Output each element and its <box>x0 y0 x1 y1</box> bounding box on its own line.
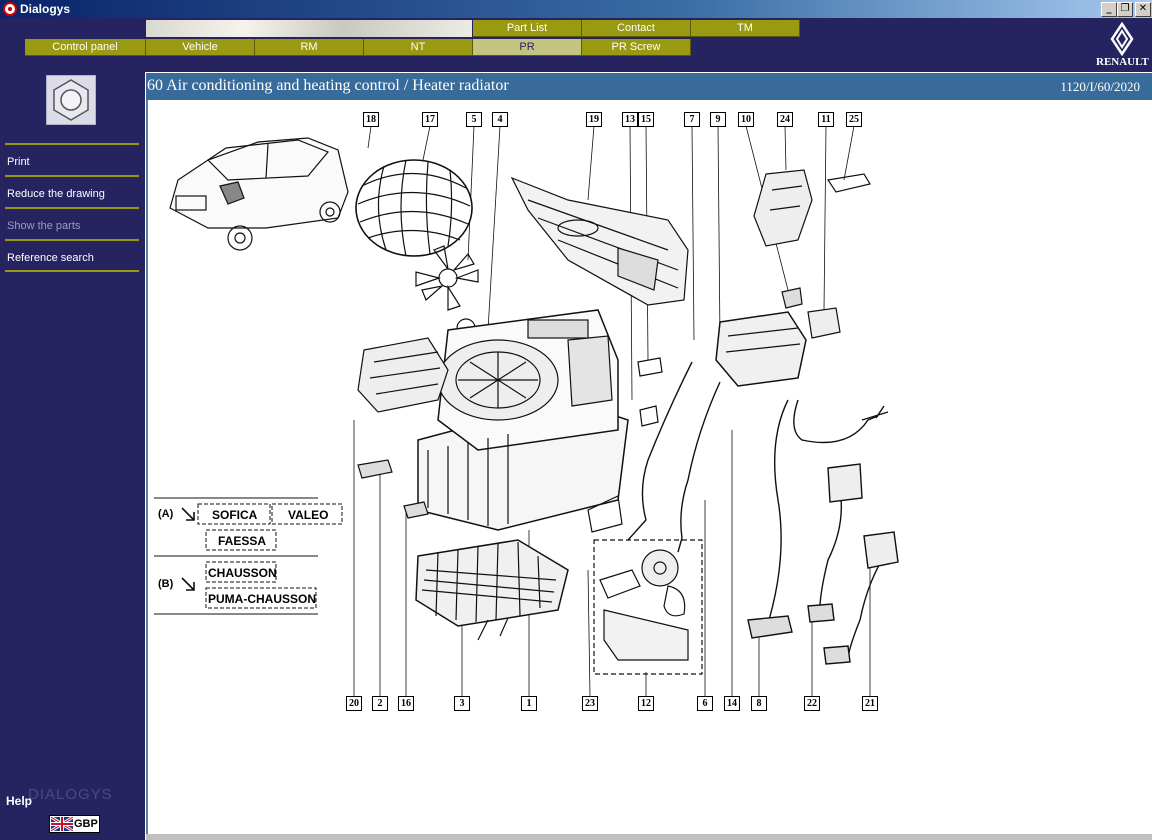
restore-button[interactable]: ❐ <box>1117 2 1133 17</box>
callout-20[interactable]: 20 <box>346 696 362 711</box>
callout-21[interactable]: 21 <box>862 696 878 711</box>
status-strip <box>146 834 1152 840</box>
page-title: 60 Air conditioning and heating control … <box>147 77 509 94</box>
nav-part-list[interactable]: Part List <box>473 20 582 37</box>
callout-22[interactable]: 22 <box>804 696 820 711</box>
clip-parts <box>357 357 663 533</box>
callout-10[interactable]: 10 <box>738 112 754 127</box>
callout-19[interactable]: 19 <box>586 112 602 127</box>
nav-rm[interactable]: RM <box>255 39 364 56</box>
callout-12[interactable]: 12 <box>638 696 654 711</box>
control-panel-assembly <box>715 169 871 387</box>
control-cables <box>627 361 721 553</box>
callout-6[interactable]: 6 <box>697 696 713 711</box>
renault-diamond-icon <box>1110 22 1134 56</box>
panel-19 <box>510 176 689 306</box>
header-decoration <box>146 20 472 37</box>
language-code: GBP <box>74 818 98 830</box>
callout-16[interactable]: 16 <box>398 696 414 711</box>
callout-24[interactable]: 24 <box>777 112 793 127</box>
callout-18[interactable]: 18 <box>363 112 379 127</box>
sidebar-item-reduce-drawing[interactable]: Reduce the drawing <box>5 175 139 206</box>
bracket-20 <box>357 337 449 413</box>
fan-housing-17 <box>355 159 473 257</box>
sidebar-item-show-parts: Show the parts <box>5 207 139 238</box>
wiring-harness <box>747 399 899 665</box>
callout-11[interactable]: 11 <box>818 112 834 127</box>
callout-4[interactable]: 4 <box>492 112 508 127</box>
help-link[interactable]: Help <box>6 794 33 808</box>
window-title: Dialogys <box>20 2 71 16</box>
callout-5[interactable]: 5 <box>466 112 482 127</box>
sidebar-item-print[interactable]: Print <box>5 143 139 174</box>
document-reference: 1120/I/60/2020 <box>1060 79 1140 94</box>
close-button[interactable]: ✕ <box>1135 2 1151 17</box>
heater-unit-1 <box>417 309 629 531</box>
nav-pr-screw[interactable]: PR Screw <box>582 39 691 56</box>
dialogys-watermark: DIALOGYS <box>28 786 113 803</box>
diagram-drawing <box>154 125 899 697</box>
nav-control-panel[interactable]: Control panel <box>25 39 146 56</box>
brand-name: RENAULT <box>1096 56 1149 68</box>
nav-nt[interactable]: NT <box>364 39 473 56</box>
callout-1[interactable]: 1 <box>521 696 537 711</box>
callout-7[interactable]: 7 <box>684 112 700 127</box>
uk-flag-icon <box>51 817 73 831</box>
app-icon <box>3 2 17 16</box>
sidebar <box>0 72 145 840</box>
fan-5 <box>415 245 479 338</box>
nav-vehicle[interactable]: Vehicle <box>146 39 255 56</box>
nav-tm[interactable]: TM <box>691 20 800 37</box>
content-header: 60 Air conditioning and heating control … <box>146 73 1152 100</box>
sidebar-item-reference-search[interactable]: Reference search <box>5 239 139 272</box>
legend-a-label: (A) <box>158 508 174 520</box>
callout-14[interactable]: 14 <box>724 696 740 711</box>
callout-17[interactable]: 17 <box>422 112 438 127</box>
callout-13[interactable]: 13 <box>622 112 638 127</box>
legend-lines <box>154 497 343 615</box>
nut-icon <box>46 75 96 125</box>
nav-pr[interactable]: PR <box>473 39 582 56</box>
control-kit-12 <box>593 539 703 675</box>
callout-8[interactable]: 8 <box>751 696 767 711</box>
callout-3[interactable]: 3 <box>454 696 470 711</box>
language-button[interactable]: GBP <box>49 815 100 833</box>
legend-a-faessa: FAESSA <box>218 534 267 548</box>
window-titlebar: Dialogys _ ❐ ✕ <box>0 0 1152 18</box>
renault-logo: RENAULT <box>1092 22 1152 68</box>
callout-23[interactable]: 23 <box>582 696 598 711</box>
legend-a-valeo: VALEO <box>288 508 329 522</box>
legend-a-sofica: SOFICA <box>212 508 258 522</box>
heater-radiator-3 <box>415 539 569 641</box>
callout-15[interactable]: 15 <box>638 112 654 127</box>
callout-2[interactable]: 2 <box>372 696 388 711</box>
callout-25[interactable]: 25 <box>846 112 862 127</box>
legend-b-label: (B) <box>158 578 174 590</box>
minimize-button[interactable]: _ <box>1101 2 1117 17</box>
nav-contact[interactable]: Contact <box>582 20 691 37</box>
callout-9[interactable]: 9 <box>710 112 726 127</box>
exploded-diagram: (A) SOFICA VALEO FAESSA (B) CHAUSSON PUM… <box>146 100 1152 840</box>
legend-b-chausson: CHAUSSON <box>208 566 277 580</box>
legend-b-puma-chausson: PUMA-CHAUSSON <box>208 592 316 606</box>
car-drawing <box>169 137 349 251</box>
